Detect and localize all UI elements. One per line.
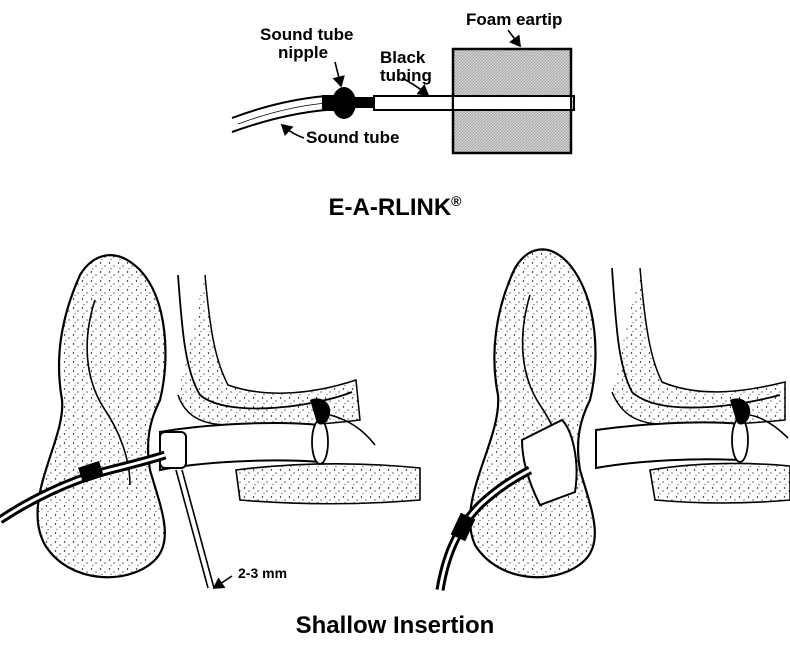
left-foam-eartip — [160, 432, 186, 468]
product-name: E-A-RLINK — [329, 194, 452, 221]
nipple-arrow — [335, 62, 341, 86]
dimension-arrow — [214, 576, 232, 588]
foam-eartip-label: Foam eartip — [466, 10, 562, 29]
right-ear-illustration — [440, 249, 790, 590]
left-eardrum — [312, 420, 328, 464]
left-lower-bone — [236, 464, 420, 504]
black-tubing-label-2: tubing — [380, 66, 432, 85]
left-bone-region — [178, 275, 360, 426]
right-ear-canal — [596, 422, 740, 468]
sound-tube-nipple-label-2: nipple — [278, 43, 328, 62]
left-dim-line-2 — [182, 470, 214, 588]
sound-tube-arrow — [282, 125, 304, 138]
earlink-schematic: Sound tube nipple Black tubing Foam eart… — [232, 10, 574, 153]
sound-tube — [232, 96, 326, 118]
sound-tube-label: Sound tube — [306, 128, 399, 147]
left-pinna — [38, 255, 166, 577]
right-pinna — [470, 249, 595, 577]
foam-eartip-arrow — [508, 30, 520, 46]
left-ear-illustration: 2-3 mm — [0, 255, 420, 588]
insertion-caption: Shallow Insertion — [0, 612, 790, 640]
sound-tube-inner-line — [238, 103, 326, 124]
product-title: E-A-RLINK® — [0, 193, 790, 222]
registered-mark: ® — [451, 193, 461, 209]
sound-tube-nipple-label-1: Sound tube — [260, 25, 353, 44]
left-dim-line-1 — [176, 470, 208, 588]
eartip-bore — [453, 96, 571, 110]
nipple-stem — [352, 97, 374, 108]
dimension-label: 2-3 mm — [238, 565, 287, 581]
right-bone-region — [612, 268, 785, 425]
right-eardrum — [732, 418, 748, 462]
black-tubing-label-1: Black — [380, 48, 426, 67]
right-lower-bone — [650, 463, 790, 503]
